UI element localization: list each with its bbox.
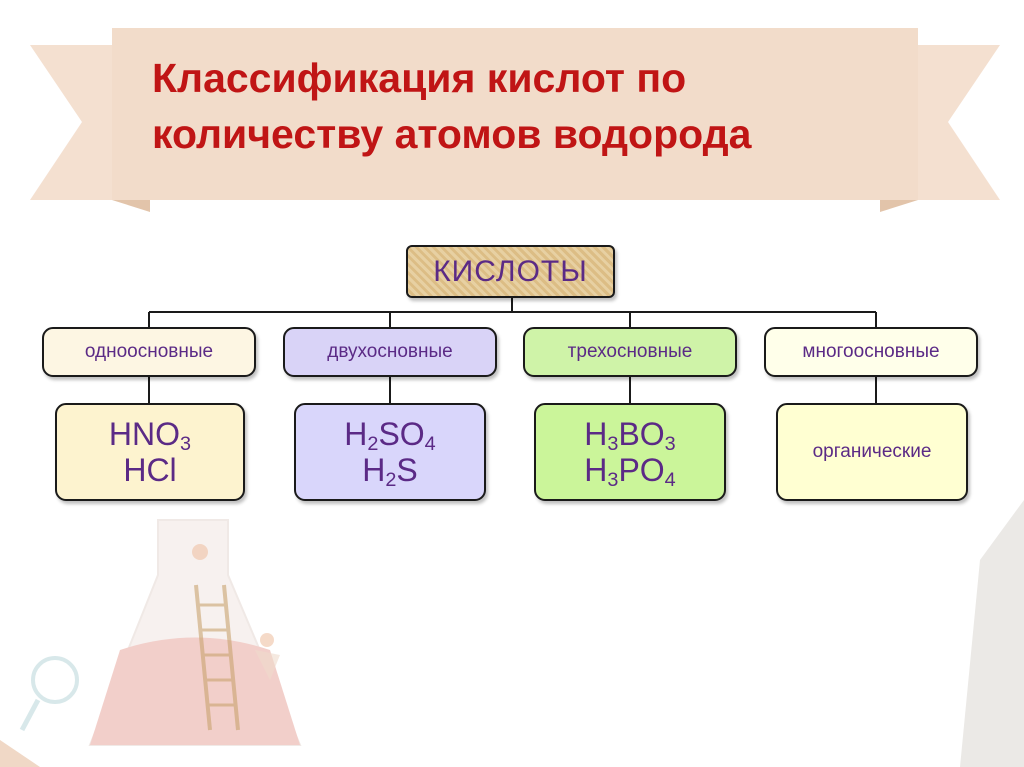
formula-hcl: HCl: [123, 452, 177, 488]
category-polybasic: многоосновные: [764, 327, 978, 377]
formula-hno3: HNO3: [108, 416, 192, 455]
category-label: двухосновные: [327, 341, 453, 362]
slide-title: Классификация кислот по количеству атомо…: [152, 50, 912, 162]
formula-h3bo3: H3BO3: [584, 416, 676, 455]
examples-dibasic: H2SO4 H2S: [294, 403, 486, 501]
category-tribasic: трехосновные: [523, 327, 737, 377]
title-line-2: количеству атомов водорода: [152, 111, 752, 157]
formula-h3po4: H3PO4: [584, 452, 676, 491]
formula-h2so4: H2SO4: [344, 416, 436, 455]
examples-polybasic: органические: [776, 403, 968, 501]
formula-h2s: H2S: [362, 452, 418, 491]
corner-shading: [0, 500, 1024, 767]
flask-illustration: [19, 519, 302, 746]
examples-tribasic: H3BO3 H3PO4: [534, 403, 726, 501]
category-dibasic: двухосновные: [283, 327, 497, 377]
title-ribbon: [30, 28, 1000, 212]
category-label: трехосновные: [567, 341, 693, 362]
category-monobasic: одноосновные: [42, 327, 256, 377]
ladder-illustration: [192, 544, 280, 731]
root-node-acids: КИСЛОТЫ: [406, 245, 615, 298]
category-label: одноосновные: [84, 341, 214, 362]
examples-monobasic: HNO3 HCl: [55, 403, 245, 501]
root-label: КИСЛОТЫ: [433, 254, 588, 288]
title-line-1: Классификация кислот по: [152, 55, 687, 101]
organic-label: органические: [812, 441, 932, 462]
category-label: многоосновные: [802, 341, 940, 362]
